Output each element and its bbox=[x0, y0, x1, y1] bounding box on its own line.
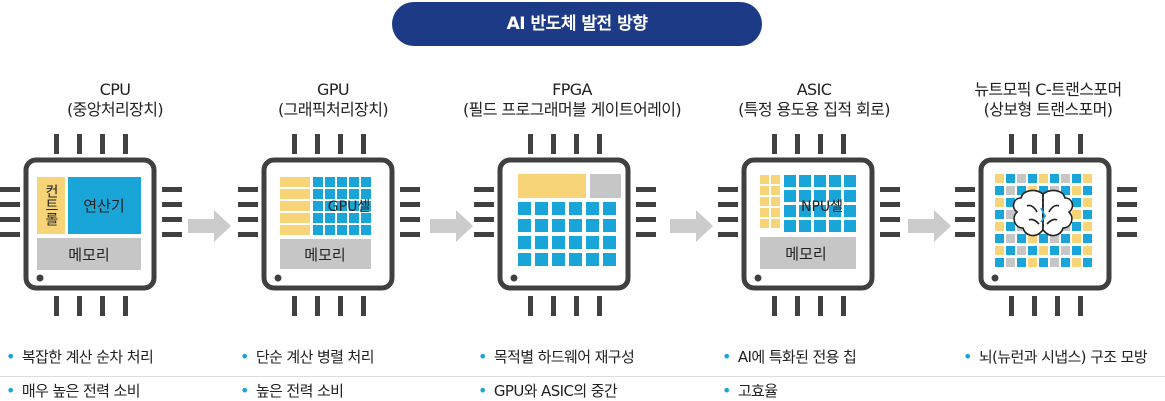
fpga-title: FPGA (필드 프로그래머블 게이트어레이) bbox=[452, 80, 692, 120]
asic-title: ASIC (특정 용도용 집적 회로) bbox=[699, 80, 929, 120]
brain-icon bbox=[1012, 189, 1074, 237]
cpu-bullet-2: 매우 높은 전력 소비 bbox=[6, 380, 141, 401]
neuro-pins bbox=[955, 134, 1137, 316]
cpu-memory-label: 메모리 bbox=[68, 246, 109, 264]
gpu-core-grid bbox=[313, 177, 371, 235]
arrow-right-icon bbox=[430, 210, 473, 242]
asic-chip: NPU셀 메모리 bbox=[718, 134, 900, 316]
cpu-alu-label: 연산기 bbox=[83, 197, 124, 215]
cpu-title-sub: (중앙처리장치) bbox=[66, 100, 164, 119]
cpu-pins bbox=[0, 134, 182, 316]
gpu-cells-label: GPU셀 bbox=[328, 199, 370, 215]
gpu-bullet-1: 단순 계산 병렬 처리 bbox=[240, 346, 375, 367]
fpga-title-sub: (필드 프로그래머블 게이트어레이) bbox=[463, 100, 682, 119]
arrow-right-icon bbox=[908, 210, 951, 242]
cpu-control-label: 컨트롤 bbox=[43, 184, 59, 226]
fpga-chip bbox=[474, 134, 656, 316]
cpu-chip: 컨트롤 연산기 메모리 bbox=[0, 134, 182, 316]
asic-pin1-dot bbox=[754, 274, 762, 282]
fpga-title-main: FPGA bbox=[552, 80, 592, 99]
arrow-right-icon bbox=[670, 210, 713, 242]
neuro-chip bbox=[955, 134, 1137, 316]
cpu-title: CPU (중앙처리장치) bbox=[0, 80, 230, 120]
cpu-bullet-1: 복잡한 계산 순차 처리 bbox=[6, 346, 154, 367]
fpga-aux-block bbox=[590, 174, 621, 198]
arrow-right-icon bbox=[188, 210, 231, 242]
asic-title-sub: (특정 용도용 집적 회로) bbox=[738, 100, 890, 119]
cpu-alu-block bbox=[68, 177, 141, 234]
gpu-memory-label: 메모리 bbox=[304, 246, 345, 264]
fpga-pins bbox=[474, 134, 656, 316]
neuro-pin1-dot bbox=[991, 274, 999, 282]
cpu-title-main: CPU bbox=[99, 80, 131, 99]
gpu-bullet-2: 높은 전력 소비 bbox=[240, 380, 344, 401]
cpu-memory-block bbox=[37, 238, 141, 270]
fpga-pin1-dot bbox=[510, 274, 518, 282]
fpga-bullet-2: GPU와 ASIC의 중간 bbox=[478, 380, 618, 401]
gpu-memory-block bbox=[280, 239, 371, 269]
asic-memory-block bbox=[760, 237, 856, 269]
neuro-title-main: 뉴트모픽 C-트랜스포머 bbox=[974, 80, 1122, 99]
gpu-title: GPU (그래픽처리장치) bbox=[218, 80, 448, 120]
page-banner: AI 반도체 발전 방향 bbox=[392, 2, 762, 46]
cpu-control-block bbox=[37, 177, 65, 234]
gpu-pin1-dot bbox=[274, 274, 282, 282]
row-divider bbox=[0, 376, 1165, 377]
asic-npu-grid bbox=[784, 175, 856, 232]
asic-pins bbox=[718, 134, 900, 316]
gpu-control-rows bbox=[280, 177, 310, 235]
asic-control-grid bbox=[760, 175, 780, 228]
asic-title-main: ASIC bbox=[796, 80, 832, 99]
gpu-pins bbox=[238, 134, 420, 316]
asic-memory-label: 메모리 bbox=[785, 245, 826, 263]
gpu-title-sub: (그래픽처리장치) bbox=[277, 100, 389, 119]
neuro-title: 뉴트모픽 C-트랜스포머 (상보형 트랜스포머) bbox=[933, 80, 1163, 120]
asic-bullet-1: AI에 특화된 전용 칩 bbox=[722, 346, 857, 367]
cpu-pin1-dot bbox=[36, 274, 44, 282]
gpu-chip: GPU셀 메모리 bbox=[238, 134, 420, 316]
asic-bullet-2: 고효율 bbox=[722, 380, 778, 401]
fpga-bullet-1: 목적별 하드웨어 재구성 bbox=[478, 346, 635, 367]
fpga-logic-grid bbox=[518, 202, 616, 266]
neuro-title-sub: (상보형 트랜스포머) bbox=[983, 100, 1113, 119]
asic-cells-label: NPU셀 bbox=[801, 199, 843, 215]
gpu-title-main: GPU bbox=[317, 80, 350, 99]
neuro-bullet-1: 뇌(뉴런과 시냅스) 구조 모방 bbox=[963, 346, 1148, 367]
fpga-control-block bbox=[518, 174, 586, 198]
